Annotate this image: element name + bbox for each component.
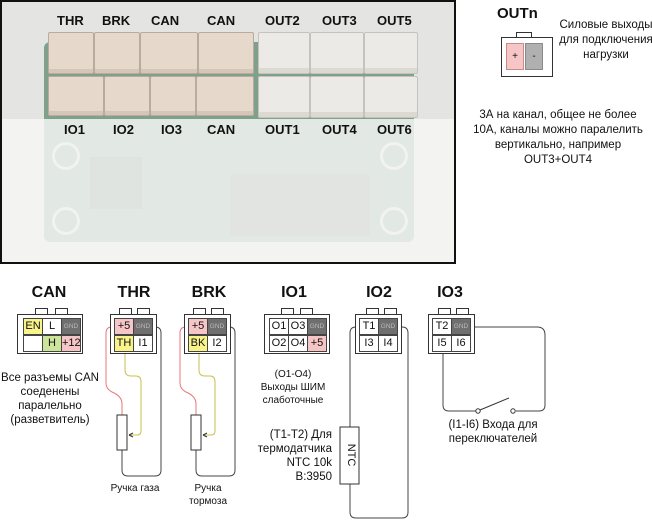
thr-wiper-arrow <box>128 432 134 438</box>
pin-5v: +5 <box>307 335 327 352</box>
pin-i3: I3 <box>359 335 379 352</box>
photo-label-brk: BRK <box>102 13 131 28</box>
pin-o2: O2 <box>269 335 289 352</box>
pin-l: L <box>42 318 62 335</box>
pin-i4: I4 <box>378 335 398 352</box>
photo-label-out5: OUT5 <box>377 13 412 28</box>
board-photo: THR BRK CAN CAN OUT2 OUT3 OUT5 IO1 IO2 I… <box>0 0 456 264</box>
photo-connector-out4 <box>310 76 364 118</box>
photo-connector-out1 <box>258 76 310 118</box>
io1-note: (O1-O4) Выходы ШИМ слаботочные <box>260 369 326 406</box>
pin-i2: I2 <box>207 335 227 352</box>
io3-note: (I1-I6) Входа для переключателей <box>448 419 538 445</box>
io3-title: IO3 <box>437 284 463 301</box>
photo-connector-out5 <box>364 32 418 74</box>
thr-potentiometer <box>116 414 128 451</box>
brk-potentiometer <box>190 414 202 451</box>
brk-wiper-arrow <box>202 432 208 438</box>
pin-gnd: GND <box>378 318 398 335</box>
pin-i5: I5 <box>432 335 452 352</box>
brk-connector: +5 GND BK I2 <box>184 314 231 354</box>
photo-label-out3: OUT3 <box>322 13 357 28</box>
thr-connector: +5 GND TH I1 <box>110 314 157 354</box>
pin-t2: T2 <box>432 318 452 335</box>
brk-title: BRK <box>191 284 227 301</box>
photo-connector-brk <box>94 32 140 74</box>
pin-en: EN <box>23 318 43 335</box>
pin-h: H <box>42 335 62 352</box>
pin-o3: O3 <box>288 318 308 335</box>
brk-note: Ручка тормоза <box>188 483 228 507</box>
photo-label-io2: IO2 <box>113 122 134 137</box>
pin-o4: O4 <box>288 335 308 352</box>
io3-gnd-wire <box>473 326 546 412</box>
outn-plus-pin: + <box>506 43 524 70</box>
photo-connector-out3 <box>310 32 364 74</box>
pin-empty <box>23 335 43 352</box>
pin-gnd: GND <box>207 318 227 335</box>
io1-connector: O1 O3 GND O2 O4 +5 <box>264 314 330 354</box>
photo-connector-out2 <box>258 32 310 74</box>
io3-connector: T2 GND I5 I6 <box>428 314 475 354</box>
photo-connector-io3 <box>150 76 196 116</box>
thr-note: Ручка газа <box>110 483 160 494</box>
can-connector: EN L GND H +12 <box>17 314 83 354</box>
pin-i6: I6 <box>451 335 471 352</box>
io1-title: IO1 <box>281 284 307 301</box>
pin-gnd: GND <box>451 318 471 335</box>
can-note: Все разъемы CAN соеденены паралельно (ра… <box>1 372 99 426</box>
photo-connector-io2 <box>104 76 150 116</box>
outn-current-note: 3А на канал, общее не более 10А, каналы … <box>473 109 643 166</box>
io2-ntc-return-wire <box>349 326 409 519</box>
thr-title: THR <box>117 284 151 301</box>
photo-fade-overlay <box>2 119 454 262</box>
outn-description: Силовые выходы для подключения нагрузки <box>559 19 652 61</box>
photo-connector-out6 <box>364 76 418 118</box>
photo-label-out4: OUT4 <box>322 122 357 137</box>
photo-label-io3: IO3 <box>161 122 182 137</box>
pin-gnd: GND <box>133 318 153 335</box>
pin-5v: +5 <box>188 318 208 335</box>
brk-yellow-wire <box>198 350 216 436</box>
photo-label-out1: OUT1 <box>265 122 300 137</box>
photo-label-can: CAN <box>151 13 180 28</box>
outn-title: OUTn <box>497 5 538 22</box>
can-title: CAN <box>31 284 67 301</box>
photo-connector-io1 <box>48 76 104 116</box>
pin-o1: O1 <box>269 318 289 335</box>
outn-minus-pin: - <box>525 43 543 70</box>
pin-i1: I1 <box>133 335 153 352</box>
io2-note: (T1-T2) Для термодатчика NTC 10k B:3950 <box>257 429 332 483</box>
photo-label-out2: OUT2 <box>265 13 300 28</box>
pin-t1: T1 <box>359 318 379 335</box>
switch-lever <box>479 397 510 411</box>
photo-connector-can <box>140 32 198 74</box>
photo-label-io1: IO1 <box>64 122 85 137</box>
io3-i5-wire <box>442 350 476 412</box>
pin-th: TH <box>114 335 134 352</box>
io2-title: IO2 <box>366 284 392 301</box>
photo-connector-can <box>196 76 254 116</box>
pin-12v: +12 <box>61 335 81 352</box>
photo-connector-thr <box>48 32 94 74</box>
pin-gnd: GND <box>307 318 327 335</box>
ntc-label: NTC <box>345 443 357 467</box>
switch-contact <box>510 408 516 414</box>
photo-label-out6: OUT6 <box>377 122 412 137</box>
switch-contact <box>475 408 481 414</box>
photo-connector-can <box>198 32 254 74</box>
thr-yellow-wire <box>124 350 142 436</box>
io2-connector: T1 GND I3 I4 <box>355 314 402 354</box>
pin-5v: +5 <box>114 318 134 335</box>
pin-gnd: GND <box>61 318 81 335</box>
photo-label-can: CAN <box>207 13 236 28</box>
pin-bk: BK <box>188 335 208 352</box>
photo-label-thr: THR <box>57 13 84 28</box>
photo-label-can: CAN <box>207 122 236 137</box>
